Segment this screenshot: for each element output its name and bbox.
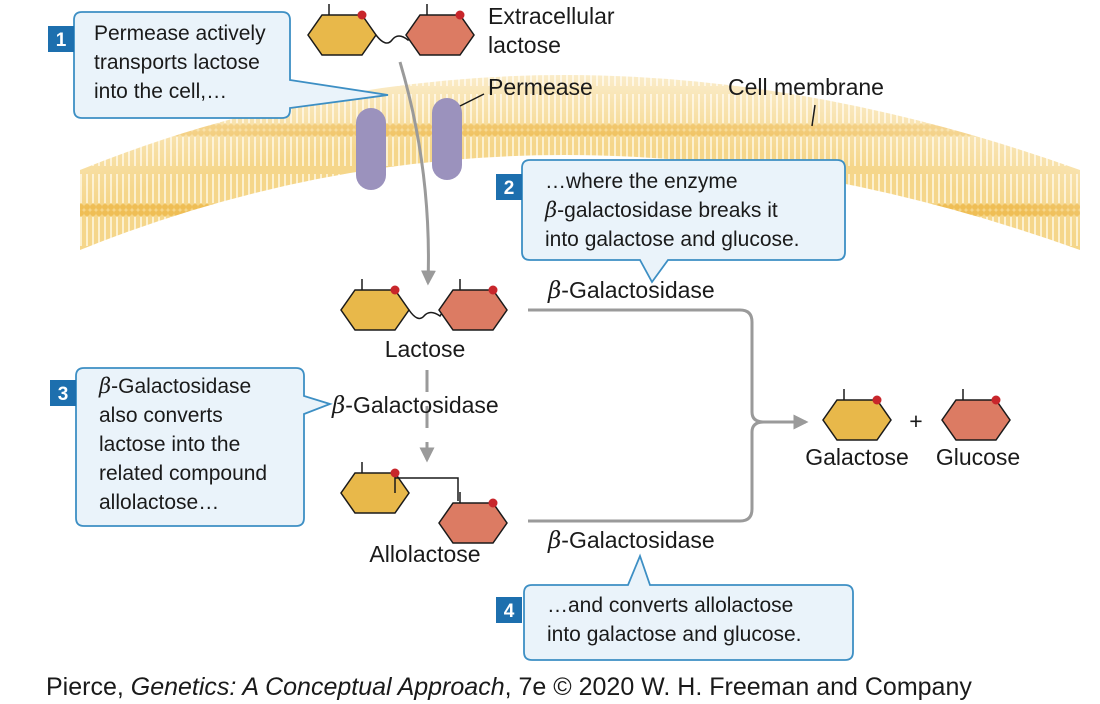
transport-arrow — [398, 61, 436, 286]
svg-text:Permease actively: Permease actively — [94, 22, 266, 45]
permease-leader — [459, 93, 485, 107]
callout-step-2: 2 …where the enzyme β-galactosidase brea… — [496, 159, 846, 284]
step-3-badge — [50, 380, 76, 406]
svg-text:2: 2 — [504, 178, 515, 199]
step-1-badge — [48, 26, 74, 52]
svg-text:into galactose and glucose.: into galactose and glucose. — [547, 623, 802, 646]
hydrolysis-pathway-lactose — [528, 308, 809, 430]
callout-step-4: 4 …and converts allolactose into galacto… — [496, 553, 854, 661]
beta-gal-label-top: β-Galactosidase — [547, 277, 715, 304]
cell-membrane-label: Cell membrane — [728, 74, 884, 100]
cell-membrane-leader — [811, 104, 816, 127]
glucose-molecule — [941, 388, 1011, 441]
beta-gal-label-middle: β-Galactosidase — [331, 392, 499, 419]
permease-label: Permease — [488, 74, 593, 100]
svg-text:allolactose…: allolactose… — [99, 491, 219, 514]
svg-text:related compound: related compound — [99, 462, 267, 485]
svg-text:3: 3 — [58, 384, 69, 405]
source-credit: Pierce, Genetics: A Conceptual Approach,… — [46, 673, 972, 701]
galactose-molecule — [822, 388, 892, 441]
extracellular-label: Extracellular — [488, 3, 615, 29]
hydrolysis-pathway-allolactose — [528, 420, 765, 523]
svg-text:β-galactosidase breaks it: β-galactosidase breaks it — [544, 198, 778, 222]
callout-step-3: 3 β-Galactosidase also converts lactose … — [50, 367, 333, 527]
svg-text:1: 1 — [56, 30, 67, 51]
svg-text:into galactose and glucose.: into galactose and glucose. — [545, 228, 800, 251]
svg-text:…where the enzyme: …where the enzyme — [545, 170, 738, 193]
svg-text:also converts: also converts — [99, 404, 223, 427]
cell-membrane — [80, 75, 1080, 250]
lactose-molecule — [340, 278, 508, 331]
permease-protein — [356, 98, 462, 190]
extracellular-lactose-molecule — [307, 3, 475, 56]
lactose-label: Lactose — [385, 336, 466, 362]
glucose-label: Glucose — [936, 444, 1020, 470]
callout-step-1: 1 Permease actively transports lactose i… — [48, 11, 389, 119]
allolactose-label: Allolactose — [369, 541, 480, 567]
svg-text:lactose into the: lactose into the — [99, 433, 240, 456]
svg-text:into the cell,…: into the cell,… — [94, 80, 227, 103]
allolactose-molecule — [340, 461, 508, 544]
svg-text:4: 4 — [504, 601, 515, 622]
svg-text:…and converts allolactose: …and converts allolactose — [547, 594, 793, 617]
extracellular-label-line2: lactose — [488, 32, 561, 58]
galactose-label: Galactose — [805, 444, 909, 470]
step-2-badge — [496, 174, 522, 200]
svg-text:transports lactose: transports lactose — [94, 51, 260, 74]
beta-gal-label-bottom: β-Galactosidase — [547, 527, 715, 554]
step-4-badge — [496, 597, 522, 623]
svg-text:β-Galactosidase: β-Galactosidase — [98, 374, 251, 398]
plus-sign: + — [909, 408, 922, 434]
